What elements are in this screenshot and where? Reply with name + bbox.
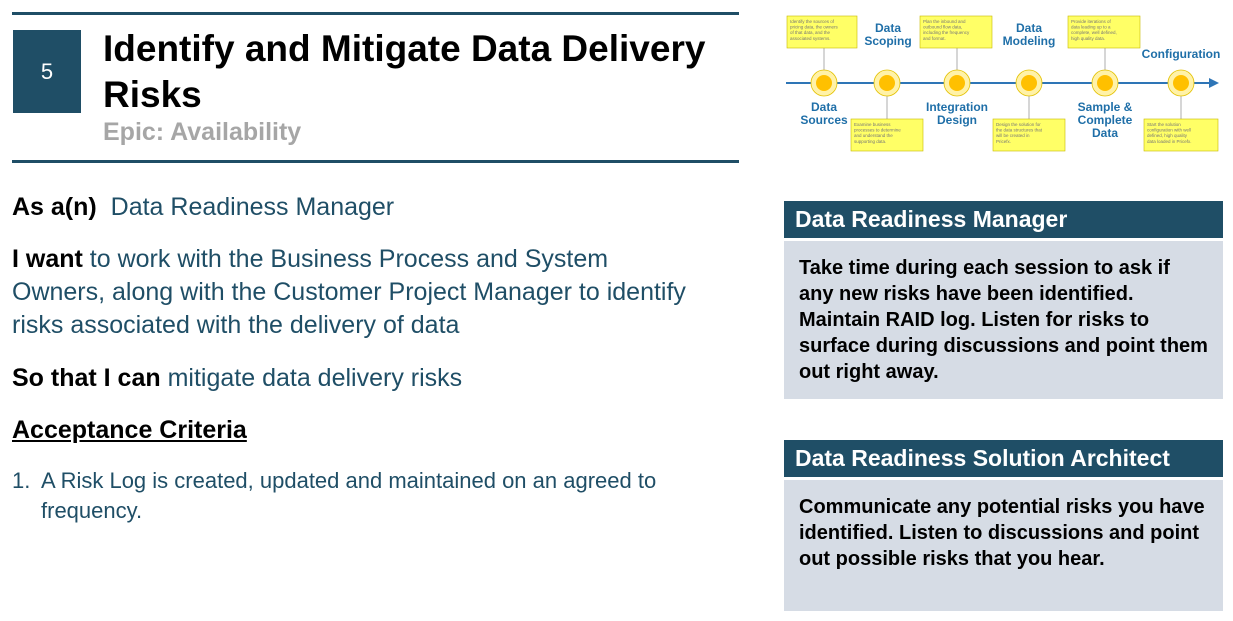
stage-node xyxy=(816,75,832,91)
stage-label: Configuration xyxy=(1142,47,1221,61)
stage-node xyxy=(1173,75,1189,91)
sticky-note xyxy=(992,118,1066,152)
stage-node xyxy=(1097,75,1113,91)
role-title-solution-architect: Data Readiness Solution Architect xyxy=(784,440,1223,477)
so-that-line: So that I can mitigate data delivery ris… xyxy=(12,362,712,395)
stage-label: Data xyxy=(875,21,901,35)
sticky-note-text: and format. xyxy=(923,36,946,41)
sticky-note-text: outbound flow data, xyxy=(923,25,962,30)
stage-node xyxy=(1021,75,1037,91)
list-item-number: 1. xyxy=(12,468,31,493)
so-value: mitigate data delivery risks xyxy=(167,364,463,392)
as-a-line: As a(n) Data Readiness Manager xyxy=(12,191,712,224)
stage-node xyxy=(949,75,965,91)
stage-node xyxy=(879,75,895,91)
stage-label: Sample & xyxy=(1078,100,1133,114)
stage-label: Modeling xyxy=(1003,34,1056,48)
sticky-note xyxy=(850,118,924,152)
list-item-text: A Risk Log is created, updated and maint… xyxy=(41,468,657,523)
story-number-badge: 5 xyxy=(13,30,81,113)
as-value: Data Readiness Manager xyxy=(110,193,395,221)
sticky-note-text: of that data, and the xyxy=(790,30,831,35)
sticky-note-text: Provide iterations of xyxy=(1071,19,1112,24)
role-body-data-readiness-manager: Take time during each session to ask if … xyxy=(784,241,1223,399)
sticky-note xyxy=(1067,15,1141,49)
sticky-note-text: pricing data, the owners xyxy=(790,25,839,30)
stage-label: Integration xyxy=(926,100,988,114)
sticky-note-text: including the frequency xyxy=(923,30,970,35)
sticky-note-text: configuration with well xyxy=(1147,128,1191,133)
bottom-rule xyxy=(12,160,739,163)
sticky-note-text: high quality data. xyxy=(1071,36,1105,41)
sticky-note-text: and understand the xyxy=(854,133,893,138)
stage-label: Data xyxy=(811,100,837,114)
role-title-data-readiness-manager: Data Readiness Manager xyxy=(784,201,1223,238)
sticky-note-text: Start the solution xyxy=(1147,122,1181,127)
want-label: I want xyxy=(12,245,83,273)
sticky-note-text: Design the solution for xyxy=(996,122,1041,127)
sticky-note-text: data loaded in Pricefx. xyxy=(1147,139,1192,144)
stage-label: Complete xyxy=(1078,113,1133,127)
sticky-note-text: data leading up to a xyxy=(1071,25,1111,30)
sticky-note-text: Plan the inbound and xyxy=(923,19,966,24)
sticky-note-text: defined, high quality xyxy=(1147,133,1188,138)
stage-label: Scoping xyxy=(864,34,911,48)
top-rule xyxy=(12,12,739,15)
stage-label: Data xyxy=(1092,126,1118,140)
sticky-note-text: the data structures that xyxy=(996,128,1043,133)
sticky-note xyxy=(1143,118,1219,152)
want-value: to work with the Business Process and Sy… xyxy=(12,245,686,339)
epic-label: Epic: Availability xyxy=(103,118,302,146)
as-label: As a(n) xyxy=(12,193,97,221)
sticky-note-text: will be created in xyxy=(996,133,1030,138)
sticky-note xyxy=(919,15,993,49)
sticky-note-text: Pricefx. xyxy=(996,139,1011,144)
sticky-note-text: processes to determine xyxy=(854,128,901,133)
sticky-note-text: Identify the sources of xyxy=(790,19,835,24)
stage-label: Design xyxy=(937,113,977,127)
so-label: So that I can xyxy=(12,364,161,392)
list-item: 1. A Risk Log is created, updated and ma… xyxy=(12,466,712,526)
role-body-solution-architect: Communicate any potential risks you have… xyxy=(784,480,1223,611)
sticky-note-text: Examine business xyxy=(854,122,891,127)
i-want-line: I want to work with the Business Process… xyxy=(12,243,702,342)
sticky-note xyxy=(786,15,858,49)
sticky-note-text: associated systems. xyxy=(790,36,831,41)
page-title: Identify and Mitigate Data Delivery Risk… xyxy=(103,28,706,115)
timeline-arrowhead xyxy=(1209,78,1219,88)
sticky-note-text: supporting data. xyxy=(854,139,886,144)
stage-label: Sources xyxy=(800,113,848,127)
sticky-note-text: complete, well defined, xyxy=(1071,30,1117,35)
acceptance-criteria-heading: Acceptance Criteria xyxy=(12,416,247,444)
acceptance-criteria-list: 1. A Risk Log is created, updated and ma… xyxy=(12,466,712,526)
stage-label: Data xyxy=(1016,21,1042,35)
